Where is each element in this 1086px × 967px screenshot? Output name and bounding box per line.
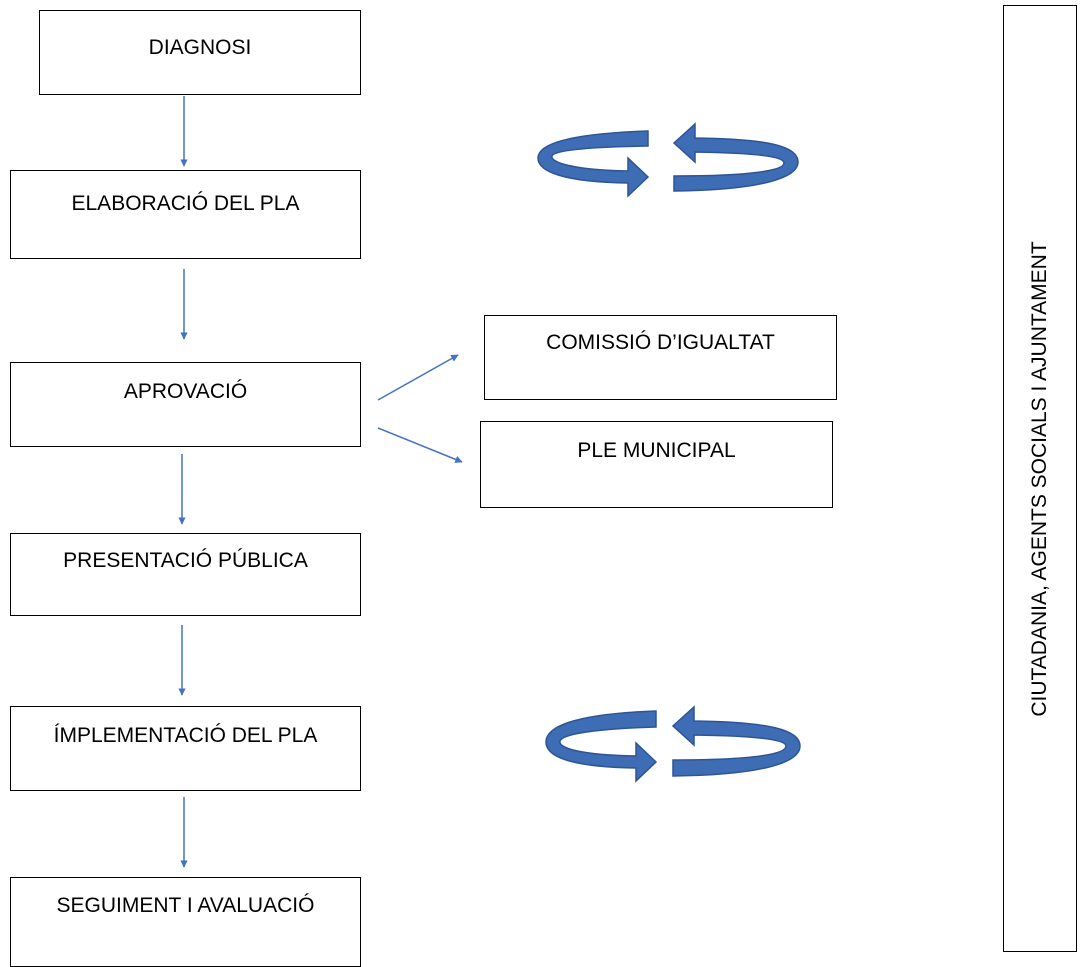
step-presentacio-box: PRESENTACIÓ PÚBLICA <box>10 533 361 616</box>
step-implementacio-label: ÍMPLEMENTACIÓ DEL PLA <box>53 724 318 747</box>
side-stakeholders-box: CIUTADANIA, AGENTS SOCIALS I AJUNTAMENT <box>1003 5 1077 952</box>
step-diagnosi-box: DIAGNOSI <box>39 10 361 95</box>
step-aprovacio-label: APROVACIÓ <box>123 380 248 403</box>
step-seguiment-box: SEGUIMENT I AVALUACIÓ <box>10 877 361 967</box>
step-aprovacio-box: APROVACIÓ <box>10 362 361 447</box>
step-diagnosi-label: DIAGNOSI <box>148 36 252 59</box>
comissio-igualtat-box: COMISSIÓ D’IGUALTAT <box>484 315 837 400</box>
connector-aprovacio-ple <box>377 427 463 463</box>
step-seguiment-label: SEGUIMENT I AVALUACIÓ <box>56 894 315 917</box>
ple-municipal-label: PLE MUNICIPAL <box>577 439 736 462</box>
connector-aprovacio-comissio <box>377 354 459 401</box>
step-elaboracio-label: ELABORACIÓ DEL PLA <box>71 192 300 215</box>
cycle-arrows-top <box>537 122 799 198</box>
step-elaboracio-box: ELABORACIÓ DEL PLA <box>10 170 361 259</box>
cycle-arrows-bottom <box>545 705 801 783</box>
comissio-igualtat-label: COMISSIÓ D’IGUALTAT <box>546 331 775 354</box>
ple-municipal-box: PLE MUNICIPAL <box>480 421 833 508</box>
step-presentacio-label: PRESENTACIÓ PÚBLICA <box>63 549 308 572</box>
step-implementacio-box: ÍMPLEMENTACIÓ DEL PLA <box>10 706 361 791</box>
